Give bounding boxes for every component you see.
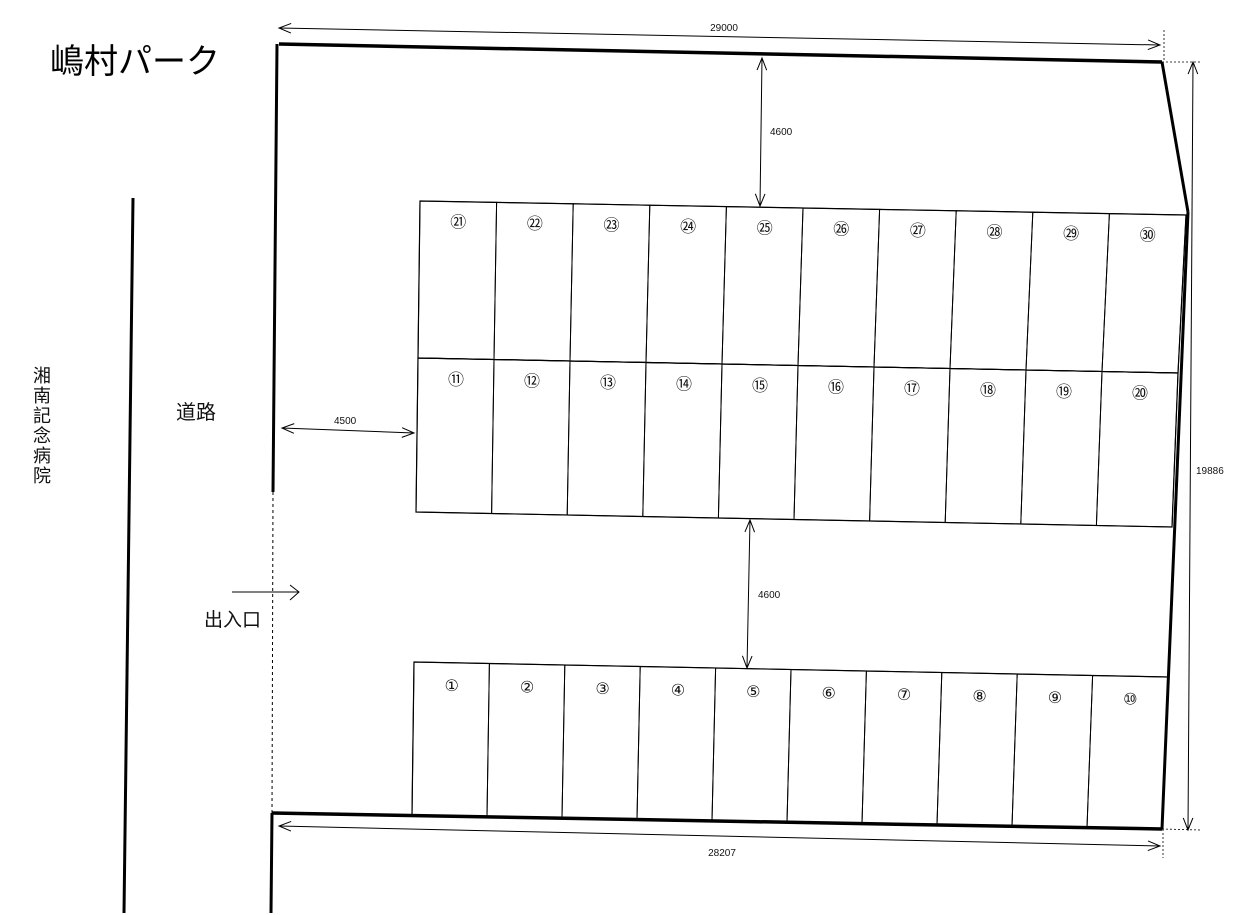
- parking-space: ⑳: [1095, 370, 1179, 528]
- parking-space-number: ①: [445, 676, 459, 695]
- parking-space: ⑬: [566, 360, 647, 518]
- parking-space-number: ㉒: [527, 214, 543, 233]
- parking-space: ⑨: [1011, 673, 1094, 829]
- parking-space-number: ⑤: [746, 682, 760, 701]
- dim-line-top-aisle: [754, 56, 768, 208]
- parking-row-top-row: ㉑ ㉒ ㉓ ㉔ ㉕ ㉖ ㉗ ㉘ ㉙ ㉚: [417, 200, 1187, 374]
- parking-space-number: ⑯: [828, 377, 844, 396]
- parking-space: ㉕: [721, 206, 804, 367]
- parking-space: ⑯: [793, 364, 875, 522]
- parking-space: ㉒: [493, 201, 574, 362]
- parking-space: ⑤: [711, 667, 792, 823]
- road-label: 道路: [176, 400, 216, 424]
- dim-line-bottom-width: [277, 820, 1162, 852]
- parking-space-number: ⑰: [904, 379, 920, 398]
- parking-space-outline: [1095, 370, 1179, 528]
- parking-space-number: ⑭: [676, 374, 692, 393]
- parking-row-middle-row: ⑪ ⑫ ⑬ ⑭ ⑮ ⑯ ⑰ ⑱ ⑲ ⑳: [415, 357, 1179, 528]
- parking-row-bottom-row: ① ② ③ ④ ⑤ ⑥ ⑦ ⑧ ⑨ ⑩: [411, 661, 1169, 830]
- parking-space: ㉘: [949, 210, 1034, 371]
- hospital-road-line: [122, 197, 135, 914]
- dim-line-right-height: [1182, 60, 1199, 832]
- parking-space: ⑲: [1020, 369, 1103, 527]
- parking-space-number: ⑥: [822, 683, 836, 702]
- parking-space-number: ②: [520, 677, 534, 696]
- parking-space: ①: [411, 661, 490, 817]
- left-boundary-line: [271, 43, 279, 493]
- entrance-arrowhead: [289, 584, 300, 601]
- parking-space: ②: [486, 662, 566, 819]
- parking-space: ㉑: [417, 200, 498, 361]
- parking-space: ㉚: [1101, 213, 1187, 374]
- parking-space-number: ㉓: [603, 216, 619, 235]
- parking-space: ㉔: [645, 204, 727, 365]
- dim-top-aisle: 4600: [770, 127, 793, 138]
- parking-space-number: ⑱: [980, 380, 996, 399]
- dim-middle-aisle: 4600: [758, 590, 781, 601]
- parking-space: ⑩: [1086, 674, 1169, 830]
- parking-space-number: ⑬: [600, 373, 616, 392]
- hospital-label: 湘南記念病院: [30, 366, 51, 486]
- extension-line: [1161, 828, 1201, 831]
- parking-space-number: ㉖: [833, 220, 849, 239]
- parking-space: ④: [636, 665, 717, 822]
- parking-space-number: ㉙: [1063, 224, 1079, 243]
- parking-space: ㉖: [797, 207, 881, 368]
- parking-spaces: ㉑ ㉒ ㉓ ㉔ ㉕ ㉖ ㉗ ㉘ ㉙ ㉚ ⑪ ⑫ ⑬ ⑭ ⑮ ⑯ ⑰ ⑱ ⑲ ⑳ ① ② ③ ④ ⑤ ⑥ ⑦ ⑧ ⑨ ⑩: [411, 200, 1187, 830]
- dim-right-height: 19886: [1196, 466, 1224, 477]
- parking-space-number: ⑩: [1123, 689, 1137, 708]
- parking-space-number: ㉚: [1140, 225, 1156, 244]
- parking-space-number: ⑲: [1056, 382, 1072, 401]
- parking-space: ㉓: [569, 203, 651, 364]
- dim-bottom-width: 28207: [708, 848, 736, 859]
- parking-space-number: ⑫: [524, 371, 540, 390]
- parking-space: ⑮: [717, 363, 799, 521]
- parking-space: ⑦: [861, 670, 943, 826]
- parking-space-number: ⑮: [752, 376, 768, 395]
- parking-space: ③: [561, 664, 641, 820]
- right-upper-boundary-line: [1160, 61, 1190, 213]
- parking-space: ⑫: [491, 358, 571, 516]
- parking-space: ㉗: [873, 208, 957, 370]
- parking-space-number: ③: [595, 679, 609, 698]
- parking-space-number: ㉗: [910, 221, 926, 240]
- parking-space-number: ④: [671, 680, 685, 699]
- parking-space-number: ㉕: [757, 218, 773, 237]
- entrance-boundary-dashed: [271, 491, 274, 816]
- dim-line-side-aisle: [280, 423, 416, 438]
- dim-top-width: 29000: [710, 23, 738, 34]
- lower-left-boundary-line: [269, 812, 274, 914]
- dim-line-middle-aisle: [741, 518, 756, 670]
- dimension-lines: [277, 22, 1201, 858]
- parking-space: ⑪: [415, 357, 495, 515]
- parking-space-number: ⑦: [897, 685, 911, 704]
- parking-space-number: ⑳: [1132, 383, 1148, 402]
- parking-space-number: ⑪: [448, 370, 464, 389]
- parking-space-number: ⑧: [972, 686, 986, 705]
- parking-space-number: ⑨: [1048, 688, 1062, 707]
- parking-space-number: ㉔: [680, 217, 696, 236]
- parking-space: ⑰: [869, 366, 951, 524]
- parking-space: ㉙: [1025, 211, 1110, 373]
- parking-space: ⑭: [642, 361, 723, 519]
- parking-space-number: ㉘: [986, 223, 1002, 242]
- parking-space: ⑥: [786, 668, 867, 824]
- parking-space: ⑧: [936, 671, 1018, 827]
- parking-space-number: ㉑: [450, 213, 466, 232]
- dim-line-top-width: [277, 22, 1162, 51]
- entrance-label: 出入口: [204, 609, 262, 631]
- parking-space: ⑱: [944, 367, 1027, 525]
- page-title: 嶋村パーク: [50, 42, 220, 82]
- dim-side-aisle: 4500: [334, 416, 357, 427]
- top-boundary-line: [278, 42, 1163, 64]
